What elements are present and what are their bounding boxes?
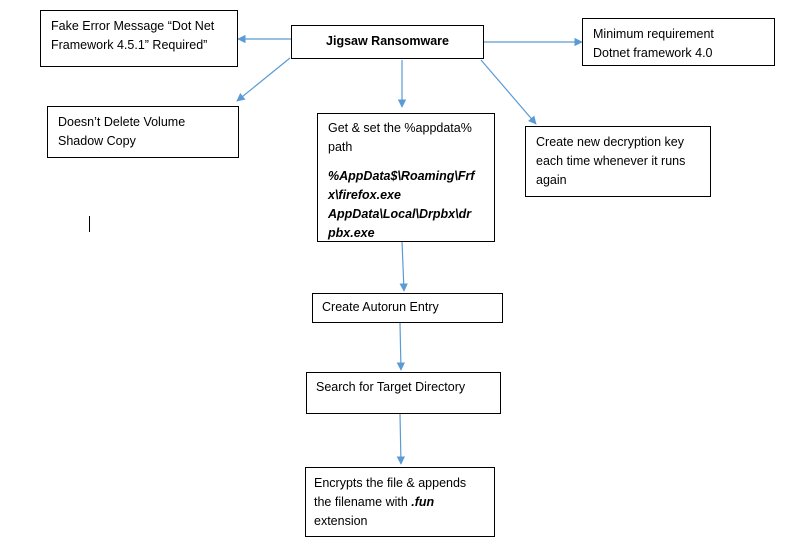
arrow-to-encrypt (396, 413, 406, 465)
node-appdata-path: Get & set the %appdata% path %AppData$\R… (317, 113, 495, 242)
appdata-path-line3: AppData\Local\Drpbx\dr (328, 207, 472, 221)
node-jigsaw-ransomware: Jigsaw Ransomware (291, 25, 484, 59)
text-cursor (89, 216, 90, 232)
decrypt-line3: again (536, 173, 567, 187)
node-shadow-copy: Doesn’t Delete Volume Shadow Copy (47, 106, 239, 158)
appdata-line1: Get & set the %appdata% (328, 121, 472, 135)
node-min-requirement: Minimum requirement Dotnet framework 4.0 (582, 18, 775, 66)
node-fake-error: Fake Error Message “Dot Net Framework 4.… (40, 10, 238, 67)
appdata-path-line1: %AppData$\Roaming\Frf (328, 169, 475, 183)
decrypt-line1: Create new decryption key (536, 135, 684, 149)
arrow-to-search (396, 322, 406, 371)
arrow-to-shadow-copy (236, 57, 291, 102)
shadow-line2: Shadow Copy (58, 134, 136, 148)
fake-error-line2: Framework 4.5.1” Required” (51, 38, 208, 52)
min-req-line1: Minimum requirement (593, 27, 714, 41)
encrypt-line2: the filename with .fun (314, 493, 494, 512)
search-label: Search for Target Directory (316, 380, 466, 394)
node-jigsaw-label: Jigsaw Ransomware (326, 34, 449, 48)
node-decryption-key: Create new decryption key each time when… (525, 126, 711, 197)
shadow-line1: Doesn’t Delete Volume (58, 115, 186, 129)
autorun-label: Create Autorun Entry (322, 300, 439, 314)
arrow-to-decryption-key (480, 59, 537, 125)
encrypt-line2-prefix: the filename with (314, 495, 412, 509)
min-req-line2: Dotnet framework 4.0 (593, 46, 713, 60)
encrypt-extension: .fun (411, 495, 435, 509)
appdata-paths: %AppData$\Roaming\Frf x\firefox.exe AppD… (328, 167, 494, 243)
appdata-line2: path (328, 140, 353, 154)
node-search-directory: Search for Target Directory (306, 372, 501, 414)
fake-error-line1: Fake Error Message “Dot Net (51, 19, 215, 33)
appdata-path-line2: x\firefox.exe (328, 188, 401, 202)
encrypt-line1: Encrypts the file & appends (314, 476, 467, 490)
decrypt-line2: each time whenever it runs (536, 154, 686, 168)
arrow-to-autorun (399, 240, 408, 292)
node-encrypt-file: Encrypts the file & appends the filename… (305, 467, 495, 537)
appdata-path-line4: pbx.exe (328, 226, 375, 240)
encrypt-line3: extension (314, 514, 368, 528)
node-autorun: Create Autorun Entry (312, 293, 503, 323)
